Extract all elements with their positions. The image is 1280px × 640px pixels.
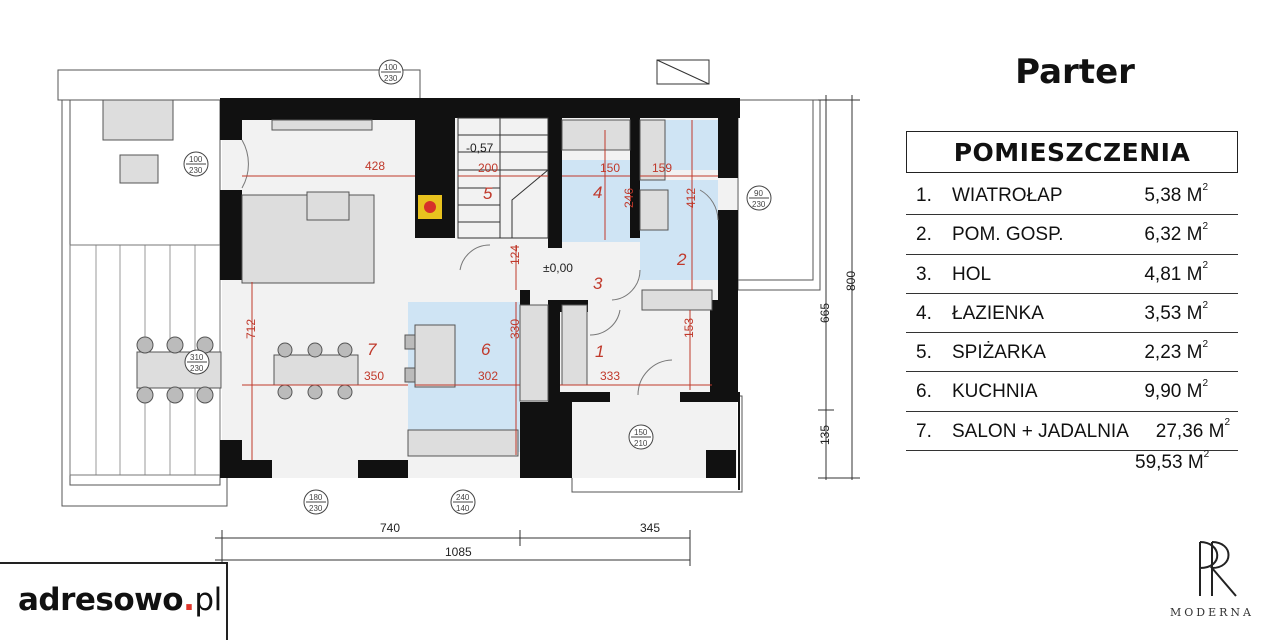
dim-label: 330 — [508, 319, 522, 339]
opening-width: 100 — [189, 155, 203, 164]
logo-tld: pl — [194, 582, 222, 618]
dim-label: 428 — [365, 159, 385, 173]
level-mark: -0,57 — [466, 141, 494, 155]
room-number: 6. — [916, 381, 932, 403]
opening-width: 150 — [634, 428, 648, 437]
room-label: 2 — [676, 250, 687, 269]
opening-height: 140 — [456, 504, 470, 513]
dim-label: 246 — [622, 188, 636, 208]
outer-dim: 665 — [818, 303, 832, 323]
opening-height: 230 — [384, 74, 398, 83]
room-area: 5,38 M2 — [1144, 181, 1208, 206]
room-name: ŁAZIENKA — [952, 302, 1044, 324]
logo-main: adresowo — [18, 582, 184, 618]
outer-dim: 135 — [818, 425, 832, 445]
room-row: 3. HOL 4,81 M2 — [906, 255, 1238, 294]
opening-width: 240 — [456, 493, 470, 502]
watermark-logo: adresowo.pl — [0, 562, 228, 640]
room-area: 6,32 M2 — [1144, 220, 1208, 246]
room-row: 6. KUCHNIA 9,90 M2 — [906, 372, 1238, 412]
dim-label: 150 — [600, 161, 620, 175]
logo-dot: . — [183, 582, 195, 618]
room-label: 4 — [593, 183, 602, 202]
room-label: 6 — [481, 340, 491, 359]
opening-width: 100 — [384, 63, 398, 72]
floor-title: Parter — [1015, 52, 1135, 92]
room-label: 3 — [593, 274, 603, 293]
room-number: 2. — [916, 224, 932, 246]
dim-label: 124 — [508, 245, 522, 265]
total-area: 59,53 M2 — [1135, 448, 1210, 473]
floor-plan: 428 200 150 159 246 412 124 330 302 333 … — [57, 59, 860, 566]
room-area: 2,23 M2 — [1144, 338, 1208, 364]
room-number: 4. — [916, 302, 932, 324]
room-name: POM. GOSP. — [952, 224, 1064, 246]
room-name: KUCHNIA — [952, 381, 1038, 403]
room-name: WIATROŁAP — [952, 185, 1063, 206]
room-name: SPIŻARKA — [952, 342, 1046, 364]
opening-height: 210 — [634, 439, 648, 448]
opening-height: 230 — [309, 504, 323, 513]
room-area: 4,81 M2 — [1144, 260, 1208, 285]
room-label: 5 — [483, 184, 493, 203]
room-name: HOL — [952, 263, 992, 285]
dim-label: 302 — [478, 369, 498, 383]
room-name: SALON + JADALNIA — [952, 420, 1129, 442]
moderna-logo-text: MODERNA — [1170, 606, 1254, 619]
room-number: 1. — [916, 185, 932, 206]
rooms-table-header: POMIESZCZENIA — [906, 131, 1238, 173]
room-number: 3. — [916, 263, 932, 285]
outer-dim: 1085 — [445, 545, 472, 559]
dim-label: 412 — [684, 188, 698, 208]
room-label: 7 — [367, 340, 377, 359]
room-area: 3,53 M2 — [1144, 299, 1208, 324]
moderna-logo-icon — [1199, 541, 1237, 597]
opening-height: 230 — [190, 364, 204, 373]
opening-height: 230 — [189, 166, 203, 175]
room-row: 2. POM. GOSP. 6,32 M2 — [906, 215, 1238, 255]
room-row: 7. SALON + JADALNIA 27,36 M2 — [906, 412, 1238, 452]
opening-width: 180 — [309, 493, 323, 502]
outer-dim: 345 — [640, 521, 660, 535]
level-mark: ±0,00 — [543, 261, 573, 275]
room-label: 1 — [595, 342, 604, 361]
opening-width: 310 — [190, 353, 204, 362]
room-area: 27,36 M2 — [1155, 417, 1230, 442]
room-row: 1. WIATROŁAP 5,38 M2 — [906, 176, 1238, 216]
room-number: 5. — [916, 342, 932, 364]
dim-label: 153 — [682, 318, 696, 338]
opening-height: 230 — [752, 200, 766, 209]
room-row: 5. SPIŻARKA 2,23 M2 — [906, 333, 1238, 373]
dim-label: 333 — [600, 369, 620, 383]
outer-dim: 740 — [380, 521, 400, 535]
outer-dim: 800 — [844, 271, 858, 291]
opening-width: 90 — [754, 189, 763, 198]
dim-label: 159 — [652, 161, 672, 175]
rooms-table: 1. WIATROŁAP 5,38 M2 2. POM. GOSP. 6,32 … — [906, 176, 1238, 452]
dim-label: 200 — [478, 161, 498, 175]
room-area: 9,90 M2 — [1144, 378, 1208, 403]
dim-label: 712 — [244, 319, 258, 339]
room-number: 7. — [916, 420, 932, 442]
dim-label: 350 — [364, 369, 384, 383]
room-row: 4. ŁAZIENKA 3,53 M2 — [906, 294, 1238, 334]
